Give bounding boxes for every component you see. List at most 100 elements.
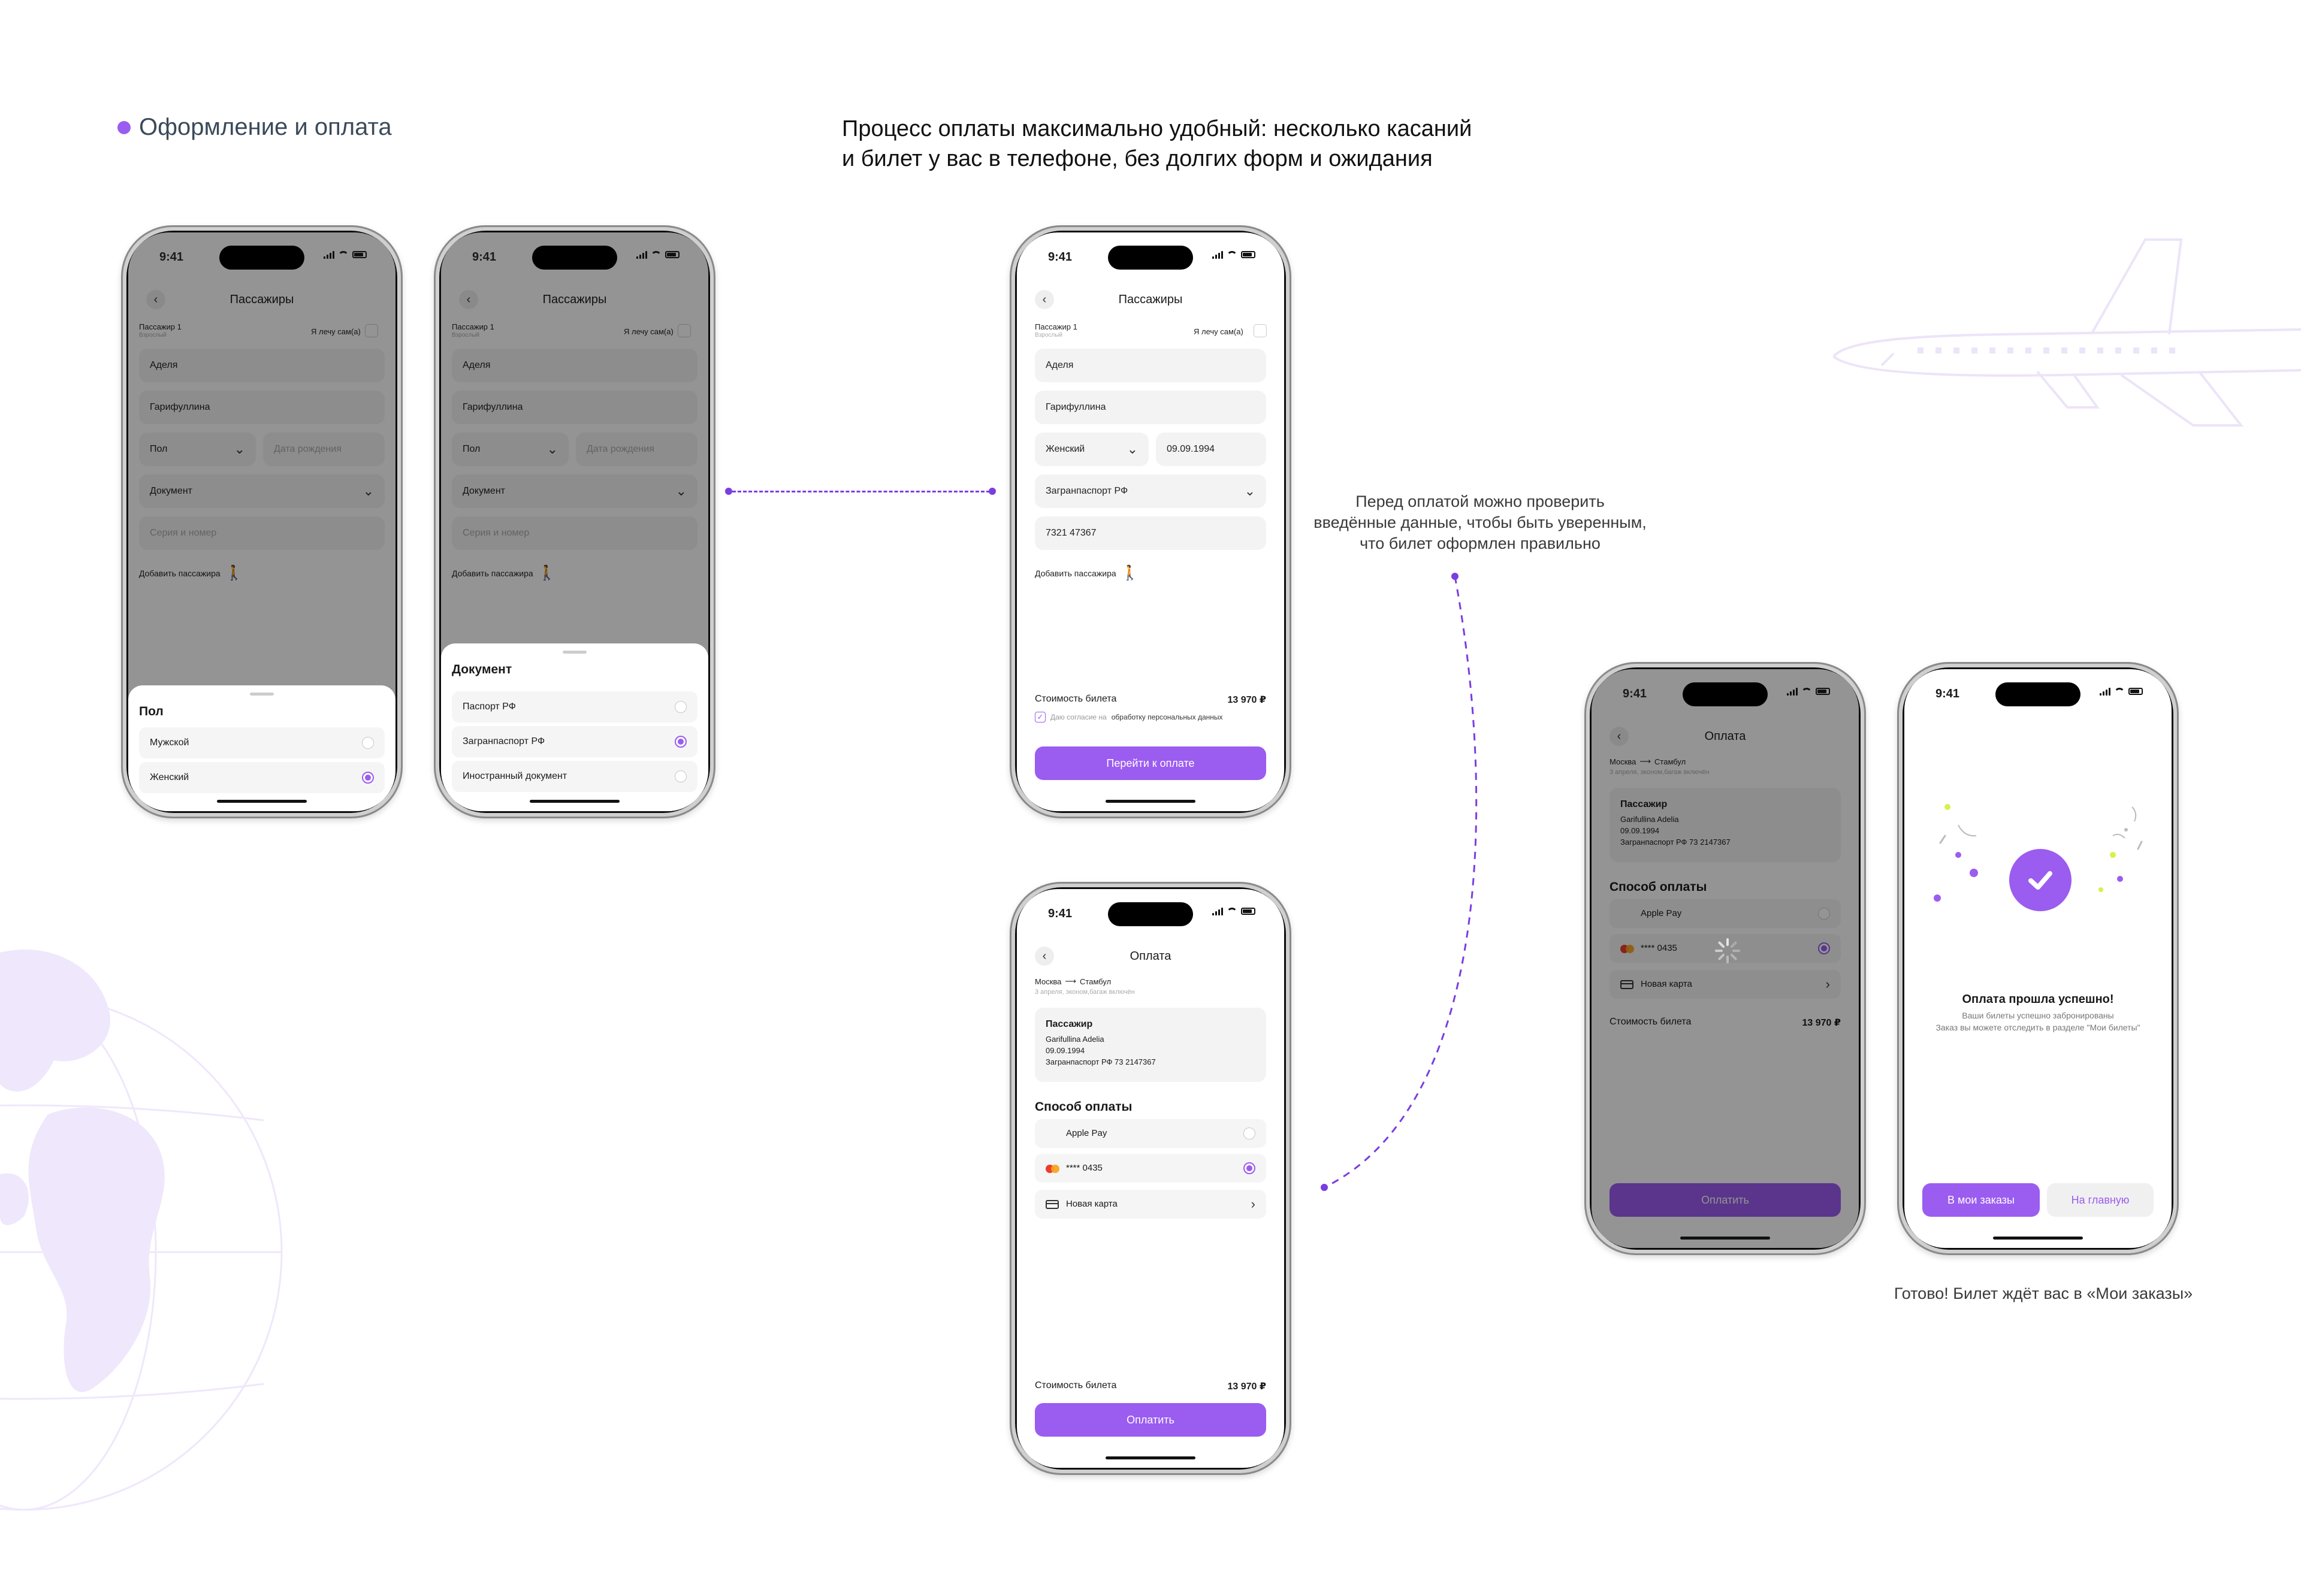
document-select[interactable]: Загранпаспорт РФ⌄: [1035, 474, 1266, 508]
back-button[interactable]: ‹: [1035, 290, 1054, 309]
passenger-birth: 09.09.1994: [1620, 826, 1660, 835]
last-name-field[interactable]: Гарифуллина: [452, 391, 697, 424]
gender-option-female[interactable]: Женский: [139, 762, 385, 793]
payment-method-apple-pay[interactable]: Apple Pay: [1610, 899, 1841, 928]
add-passenger-label: Добавить пассажира: [1035, 568, 1116, 578]
birth-date-field[interactable]: Дата рождения: [263, 433, 385, 466]
self-fly-checkbox[interactable]: [365, 324, 378, 337]
last-name-field[interactable]: Гарифуллина: [1035, 391, 1266, 424]
price-value: 13 970 ₽: [1227, 695, 1266, 705]
series-field[interactable]: Серия и номер: [139, 516, 385, 550]
chevron-left-icon: ‹: [1042, 949, 1047, 963]
birth-date-field[interactable]: Дата рождения: [576, 433, 697, 466]
nav-title: Пассажиры: [230, 293, 294, 306]
gender-select[interactable]: Женский⌄: [1035, 433, 1149, 466]
phone-payment-processing: 9:41 ‹ Оплата Москва⟶Стамбул 3 апреля, э…: [1584, 662, 1866, 1255]
radio-off[interactable]: [1243, 1128, 1255, 1139]
payment-method-apple-pay[interactable]: Apple Pay: [1035, 1119, 1266, 1148]
payment-method-label: **** 0435: [1641, 943, 1677, 953]
wifi-icon: [1227, 251, 1237, 258]
radio-off[interactable]: [1818, 908, 1830, 920]
gender-option-label: Мужской: [150, 737, 189, 748]
price-row: Стоимость билета 13 970 ₽: [1035, 1380, 1266, 1392]
document-option-foreign[interactable]: Иностранный документ: [452, 761, 697, 792]
radio-off[interactable]: [675, 701, 687, 713]
passenger-name: Garifullina Adelia: [1620, 815, 1679, 824]
document-select[interactable]: Документ⌄: [139, 474, 385, 508]
add-passenger-button[interactable]: Добавить пассажира🚶: [1035, 564, 1139, 582]
gender-option-male[interactable]: Мужской: [139, 727, 385, 758]
series-field[interactable]: 7321 47367: [1035, 516, 1266, 550]
document-option-label: Иностранный документ: [463, 771, 567, 781]
price-value: 13 970 ₽: [1802, 1018, 1841, 1028]
passenger-type: Взрослый: [452, 332, 479, 338]
go-to-payment-button[interactable]: Перейти к оплате: [1035, 746, 1266, 780]
document-select[interactable]: Документ⌄: [452, 474, 697, 508]
signal-icon: [1212, 250, 1223, 259]
phone-payment-success: 9:41 Оплата прошла успешно! Ваши билеты …: [1897, 662, 2179, 1255]
pay-button[interactable]: Оплатить: [1610, 1183, 1841, 1217]
back-button[interactable]: ‹: [459, 290, 478, 309]
gender-sheet-title: Пол: [139, 705, 164, 718]
first-name-field[interactable]: Аделя: [139, 349, 385, 382]
status-time: 9:41: [1623, 687, 1647, 700]
credit-card-icon: [1620, 980, 1633, 989]
radio-off[interactable]: [362, 737, 374, 749]
sheet-grip[interactable]: [250, 693, 274, 696]
home-button[interactable]: На главную: [2047, 1183, 2154, 1217]
chevron-down-icon: ⌄: [1244, 483, 1255, 498]
consent-row: ✓ Даю согласие на обработку персональных…: [1035, 712, 1223, 723]
home-indicator: [1106, 1456, 1195, 1459]
gender-option-label: Женский: [150, 772, 189, 782]
add-passenger-label: Добавить пассажира: [139, 568, 221, 578]
birth-date-field[interactable]: 09.09.1994: [1156, 433, 1266, 466]
battery-icon: [1241, 251, 1255, 258]
payment-method-new-card[interactable]: Новая карта›: [1610, 970, 1841, 999]
payment-method-card[interactable]: **** 0435: [1035, 1154, 1266, 1183]
radio-on[interactable]: [362, 772, 374, 784]
radio-on[interactable]: [1243, 1162, 1255, 1174]
radio-off[interactable]: [675, 770, 687, 782]
first-name-field[interactable]: Аделя: [1035, 349, 1266, 382]
consent-link[interactable]: обработку персональных данных: [1111, 713, 1223, 721]
chevron-left-icon: ‹: [153, 292, 158, 306]
self-fly-checkbox[interactable]: [678, 324, 691, 337]
payment-method-card[interactable]: **** 0435: [1610, 934, 1841, 963]
check-icon[interactable]: ✓: [1035, 712, 1046, 723]
back-button[interactable]: ‹: [1610, 727, 1629, 746]
gender-select[interactable]: Пол⌄: [139, 433, 256, 466]
my-orders-button[interactable]: В мои заказы: [1922, 1183, 2040, 1217]
document-option-intl-passport[interactable]: Загранпаспорт РФ: [452, 726, 697, 757]
status-icons: [1212, 907, 1255, 915]
series-field[interactable]: Серия и номер: [452, 516, 697, 550]
signal-icon: [324, 250, 334, 259]
document-sheet-title: Документ: [452, 663, 512, 676]
self-fly-checkbox[interactable]: [1254, 324, 1267, 337]
last-name-field[interactable]: Гарифуллина: [139, 391, 385, 424]
add-passenger-button[interactable]: Добавить пассажира🚶: [452, 564, 556, 582]
document-option-passport[interactable]: Паспорт РФ: [452, 691, 697, 723]
gender-select[interactable]: Пол⌄: [452, 433, 569, 466]
route-from: Москва: [1035, 977, 1062, 986]
passenger-card: Пассажир Garifullina Adelia 09.09.1994 З…: [1035, 1008, 1266, 1082]
gender-select-text: Женский: [1046, 444, 1085, 454]
add-passenger-button[interactable]: Добавить пассажира🚶: [139, 564, 243, 582]
back-button[interactable]: ‹: [1035, 947, 1054, 966]
route: Москва⟶Стамбул: [1035, 977, 1111, 986]
status-time: 9:41: [1048, 250, 1073, 264]
sheet-grip[interactable]: [563, 651, 587, 654]
success-line-2: Заказ вы можете отследить в разделе "Мои…: [1935, 1023, 2140, 1032]
payment-methods-title: Способ оплаты: [1610, 880, 1707, 894]
battery-icon: [1241, 908, 1255, 915]
payment-method-label: Новая карта: [1641, 979, 1692, 989]
phone-payment: 9:41 ‹ Оплата Москва⟶Стамбул 3 апреля, э…: [1010, 882, 1291, 1475]
pay-button[interactable]: Оплатить: [1035, 1403, 1266, 1437]
back-button[interactable]: ‹: [146, 290, 165, 309]
first-name-field[interactable]: Аделя: [452, 349, 697, 382]
status-icons: [2100, 687, 2143, 696]
payment-method-new-card[interactable]: Новая карта›: [1035, 1190, 1266, 1219]
radio-on[interactable]: [675, 736, 687, 748]
radio-on[interactable]: [1818, 942, 1830, 954]
passenger-doc: Загранпаспорт РФ 73 2147367: [1620, 838, 1731, 847]
connector-dashed-line: [732, 491, 990, 492]
